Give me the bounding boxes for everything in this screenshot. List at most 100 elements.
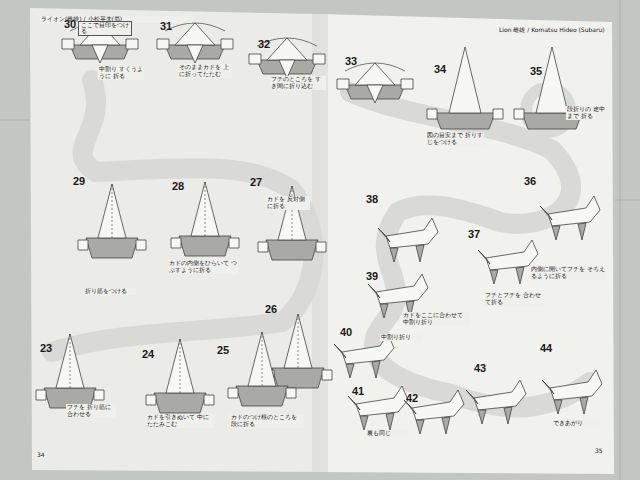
paper-layer xyxy=(98,184,126,238)
paper-layer xyxy=(378,228,390,242)
step-number: 37 xyxy=(468,228,480,241)
origami-step xyxy=(542,370,602,414)
paper-layer xyxy=(416,245,424,262)
paper-layer xyxy=(504,407,512,424)
paper-layer xyxy=(578,223,586,240)
paper-layer xyxy=(187,45,203,63)
fold-line xyxy=(112,184,113,238)
paper-layer xyxy=(478,250,490,264)
caption: カドを引きぬいて 中にたたみこむ xyxy=(146,414,214,428)
paper-layer xyxy=(204,395,214,405)
paper-layer xyxy=(514,109,524,119)
step-number: 31 xyxy=(160,20,172,33)
caption: 裏も同じ xyxy=(366,430,408,437)
step-number: 32 xyxy=(258,38,270,51)
paper-layer xyxy=(92,45,108,63)
origami-step xyxy=(404,390,464,434)
paper-layer xyxy=(322,370,332,380)
origami-step xyxy=(478,240,538,284)
paper-layer xyxy=(175,23,215,45)
paper-layer xyxy=(126,39,138,49)
tile-joint xyxy=(620,0,621,480)
origami-step xyxy=(427,47,503,129)
fold-line xyxy=(180,339,181,393)
flow-band xyxy=(350,92,590,407)
origami-step xyxy=(337,63,413,103)
paper-layer xyxy=(416,420,424,434)
paper-layer xyxy=(258,242,268,252)
paper-layer xyxy=(348,396,360,410)
paper-layer xyxy=(367,85,383,103)
step-number: 23 xyxy=(40,342,52,355)
caption: フチとフチを 合わせて折る xyxy=(484,292,544,306)
origami-step xyxy=(249,38,325,78)
paper-layer xyxy=(146,395,156,405)
step-number: 40 xyxy=(340,326,352,339)
caption: フチを 折り筋に合わせる xyxy=(66,404,116,418)
paper-layer xyxy=(56,334,84,388)
tile-joint xyxy=(0,120,30,121)
paper-layer xyxy=(474,380,526,410)
origami-step xyxy=(264,314,332,388)
paper-layer xyxy=(360,416,368,430)
paper-layer xyxy=(36,390,46,400)
paper-layer xyxy=(466,390,478,404)
origami-step xyxy=(78,184,146,258)
fold-line xyxy=(292,186,293,240)
paper-layer xyxy=(372,361,380,378)
step-number: 39 xyxy=(366,270,378,283)
paper-layer xyxy=(355,63,395,85)
step-number: 30 xyxy=(64,18,76,31)
step-number: 29 xyxy=(73,175,85,188)
tile-joint xyxy=(615,200,640,201)
flow-bands xyxy=(52,80,590,407)
paper-layer xyxy=(376,274,428,304)
step-number: 27 xyxy=(250,176,262,189)
step-number: 34 xyxy=(434,63,446,76)
paper-layer xyxy=(346,364,354,378)
step-number: 24 xyxy=(142,348,154,361)
paper-layer xyxy=(368,284,380,298)
paper-layer xyxy=(229,238,239,248)
caption: カドを 反対側に折る xyxy=(266,196,310,210)
paper-layer xyxy=(478,410,486,424)
paper-layer xyxy=(449,47,481,113)
step-number: 25 xyxy=(217,344,229,357)
paper-layer xyxy=(401,79,413,89)
paper-layer xyxy=(548,196,600,226)
flow-band xyxy=(52,80,314,352)
paper-layer xyxy=(540,206,552,220)
paper-layer xyxy=(228,388,238,398)
step-number: 36 xyxy=(524,175,536,188)
paper-layer xyxy=(390,248,398,262)
paper-layer xyxy=(157,39,169,49)
caption: 中割り折り xyxy=(380,334,422,341)
paper-layer xyxy=(380,304,388,318)
origami-step xyxy=(348,386,408,430)
paper-layer xyxy=(266,240,318,260)
caption: 中割り すくうように 折る xyxy=(98,66,144,80)
caption: 35 xyxy=(594,448,604,455)
paper-layer xyxy=(427,109,437,119)
boxed-note: ここで目印をつける xyxy=(78,21,132,36)
step-number: 42 xyxy=(406,392,418,405)
paper-layer xyxy=(554,400,562,414)
paper-layer xyxy=(316,242,326,252)
paper-layer xyxy=(78,240,88,250)
step-number: 44 xyxy=(540,342,552,355)
paper-layer xyxy=(62,39,74,49)
step-number: 43 xyxy=(474,362,486,375)
paper-layer xyxy=(249,54,261,64)
paper-layer xyxy=(412,390,464,420)
paper-layer xyxy=(550,370,602,400)
paper-layer xyxy=(493,109,503,119)
paper-layer xyxy=(171,238,181,248)
step-number: 26 xyxy=(265,303,277,316)
origami-step xyxy=(36,334,104,408)
paper-layer xyxy=(286,388,296,398)
caption: Lion 雌雄 / Komatsu Hideo (Subaru) xyxy=(498,27,612,34)
paper-layer xyxy=(552,226,560,240)
paper-layer xyxy=(94,390,104,400)
paper-layer xyxy=(221,39,233,49)
fold-arrow xyxy=(165,23,225,31)
